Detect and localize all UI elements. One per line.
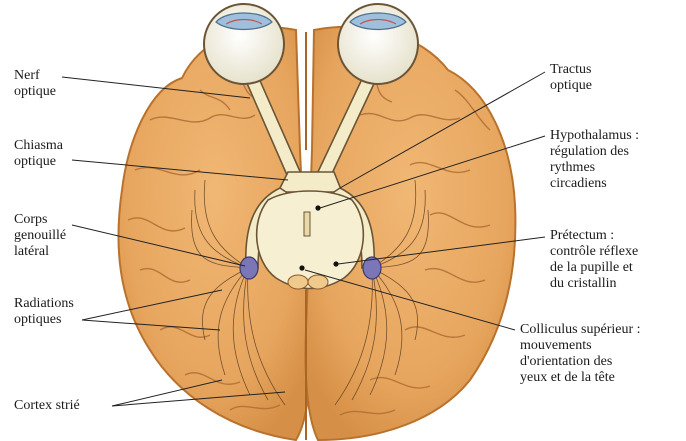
hypothalamus-dot [315, 205, 320, 210]
label-colliculus-superieur: Colliculus supérieur : mouvements d'orie… [518, 322, 643, 386]
label-pretectum: Prétectum : contrôle réflexe de la pupil… [548, 228, 640, 292]
left-lgn [240, 257, 258, 279]
label-nerf-optique: Nerf optique [12, 68, 58, 100]
pretectum-dot [333, 261, 338, 266]
colliculus-dot [299, 265, 304, 270]
label-cortex-strie: Cortex strié [12, 398, 82, 414]
mammillary-body-right [308, 275, 328, 289]
pituitary-stalk [304, 212, 310, 236]
label-radiations-optiques: Radiations optiques [12, 296, 76, 328]
left-eye [204, 4, 284, 84]
hypothalamus-region [257, 191, 364, 289]
label-chiasma-optique: Chiasma optique [12, 138, 65, 170]
label-tractus-optique: Tractus optique [548, 62, 594, 94]
label-hypothalamus: Hypothalamus : régulation des rythmes ci… [548, 128, 641, 192]
mammillary-body-left [288, 275, 308, 289]
optic-chiasm [278, 172, 342, 192]
right-eye [338, 4, 418, 84]
label-corps-genouille-lateral: Corps genouillé latéral [12, 212, 68, 260]
